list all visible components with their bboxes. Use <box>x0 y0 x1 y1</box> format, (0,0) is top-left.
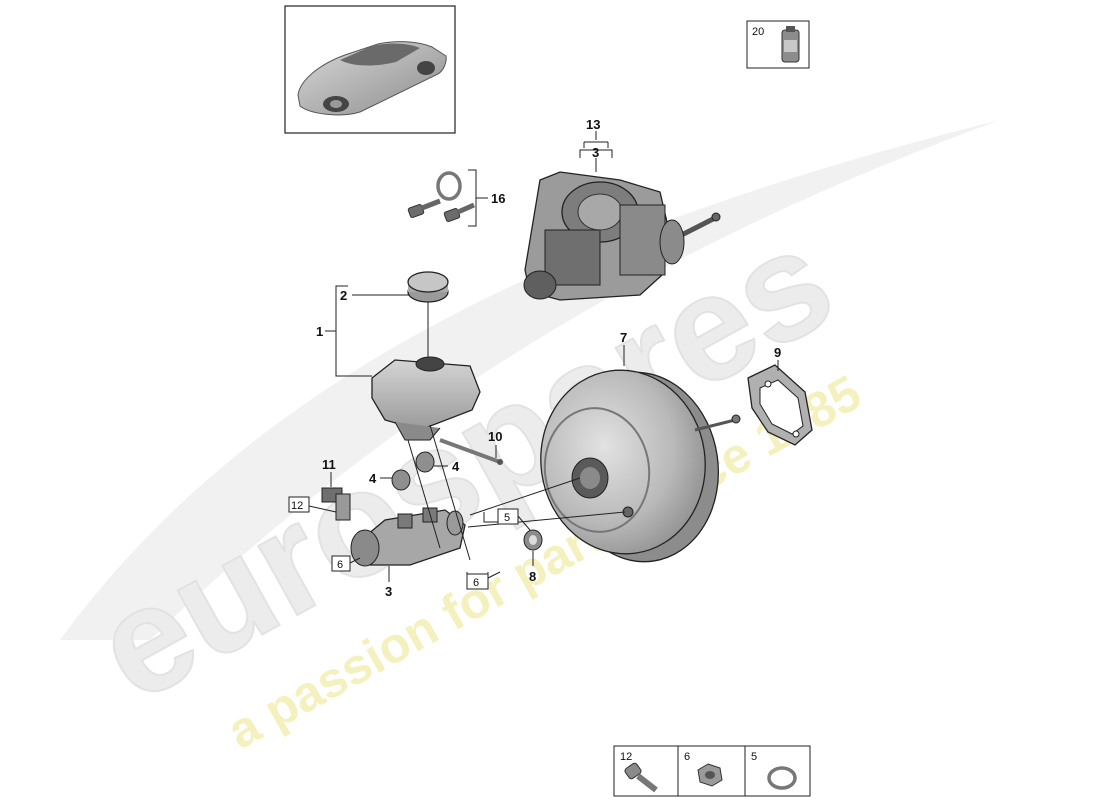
seal-ring-icon <box>767 766 797 790</box>
car-thumbnail <box>284 5 456 134</box>
legend-num-12: 12 <box>620 751 632 763</box>
callout-12: 12 <box>291 500 303 512</box>
booster-gasket: 9 <box>747 345 813 446</box>
callout-4-right: 4 <box>452 459 460 474</box>
callout-7: 7 <box>620 330 627 345</box>
retaining-pin: 10 <box>439 429 503 465</box>
car-icon <box>297 41 447 116</box>
vacuum-brake-booster: 7 5 <box>467 330 741 563</box>
legend-num-6: 6 <box>684 751 690 763</box>
bolt-icon <box>407 198 441 219</box>
callout-16: 16 <box>491 191 505 206</box>
seal-ring: 8 <box>523 529 543 584</box>
callout-20: 20 <box>752 26 764 38</box>
callout-9: 9 <box>774 345 781 360</box>
o-ring-icon <box>436 171 462 201</box>
hex-nut-icon <box>697 763 723 787</box>
callout-13: 13 <box>586 117 600 132</box>
callout-8: 8 <box>529 569 536 584</box>
callout-4-left: 4 <box>369 471 377 486</box>
ibooster-unit: 13 3 <box>523 117 721 301</box>
callout-1: 1 <box>316 324 323 339</box>
callout-11: 11 <box>322 457 336 472</box>
reservoir-cap <box>407 271 449 360</box>
callout-2: 2 <box>340 288 347 303</box>
callout-3-top: 3 <box>592 145 599 160</box>
legend-num-5: 5 <box>751 751 757 763</box>
bolt-icon <box>443 202 476 223</box>
sensor: 11 12 <box>288 457 351 521</box>
brake-fluid-reservoir: 2 1 <box>316 285 481 441</box>
hardware-legend: 12 6 5 <box>613 745 811 797</box>
callout-6-left: 6 <box>337 559 343 571</box>
watermark: eurospares a passion for parts since 198… <box>60 120 1000 760</box>
bolt-icon <box>624 762 658 793</box>
grommets: 4 4 <box>369 451 460 491</box>
fluid-bottle-box: 20 <box>746 20 810 69</box>
fluid-bottle-icon <box>781 26 800 63</box>
callout-6-right: 6 <box>473 577 479 589</box>
callout-10: 10 <box>488 429 502 444</box>
bolt-set-16: 16 <box>407 169 505 227</box>
callout-5: 5 <box>504 512 510 524</box>
master-cylinder: 3 6 6 <box>331 424 501 599</box>
callout-3-bottom: 3 <box>385 584 392 599</box>
